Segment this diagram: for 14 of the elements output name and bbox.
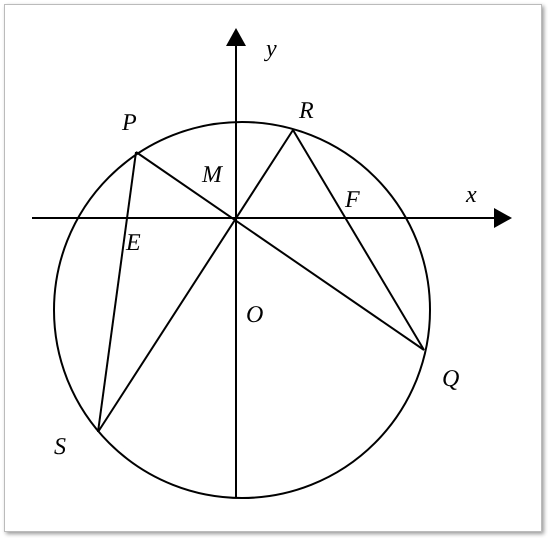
point-label: M [202,162,222,188]
point-label: F [345,187,360,213]
point-label: S [50,432,98,462]
axis-label: x [466,182,477,208]
point-label: Q [424,350,466,394]
line-segment [292,129,425,351]
line-segment [135,151,425,351]
line-segment [97,129,294,433]
axis-label: y [266,36,277,62]
line-segment [97,152,137,432]
point-label: O [246,302,264,328]
point-label: R [291,98,321,130]
point-label: P [118,110,144,152]
point-label: E [126,230,141,256]
